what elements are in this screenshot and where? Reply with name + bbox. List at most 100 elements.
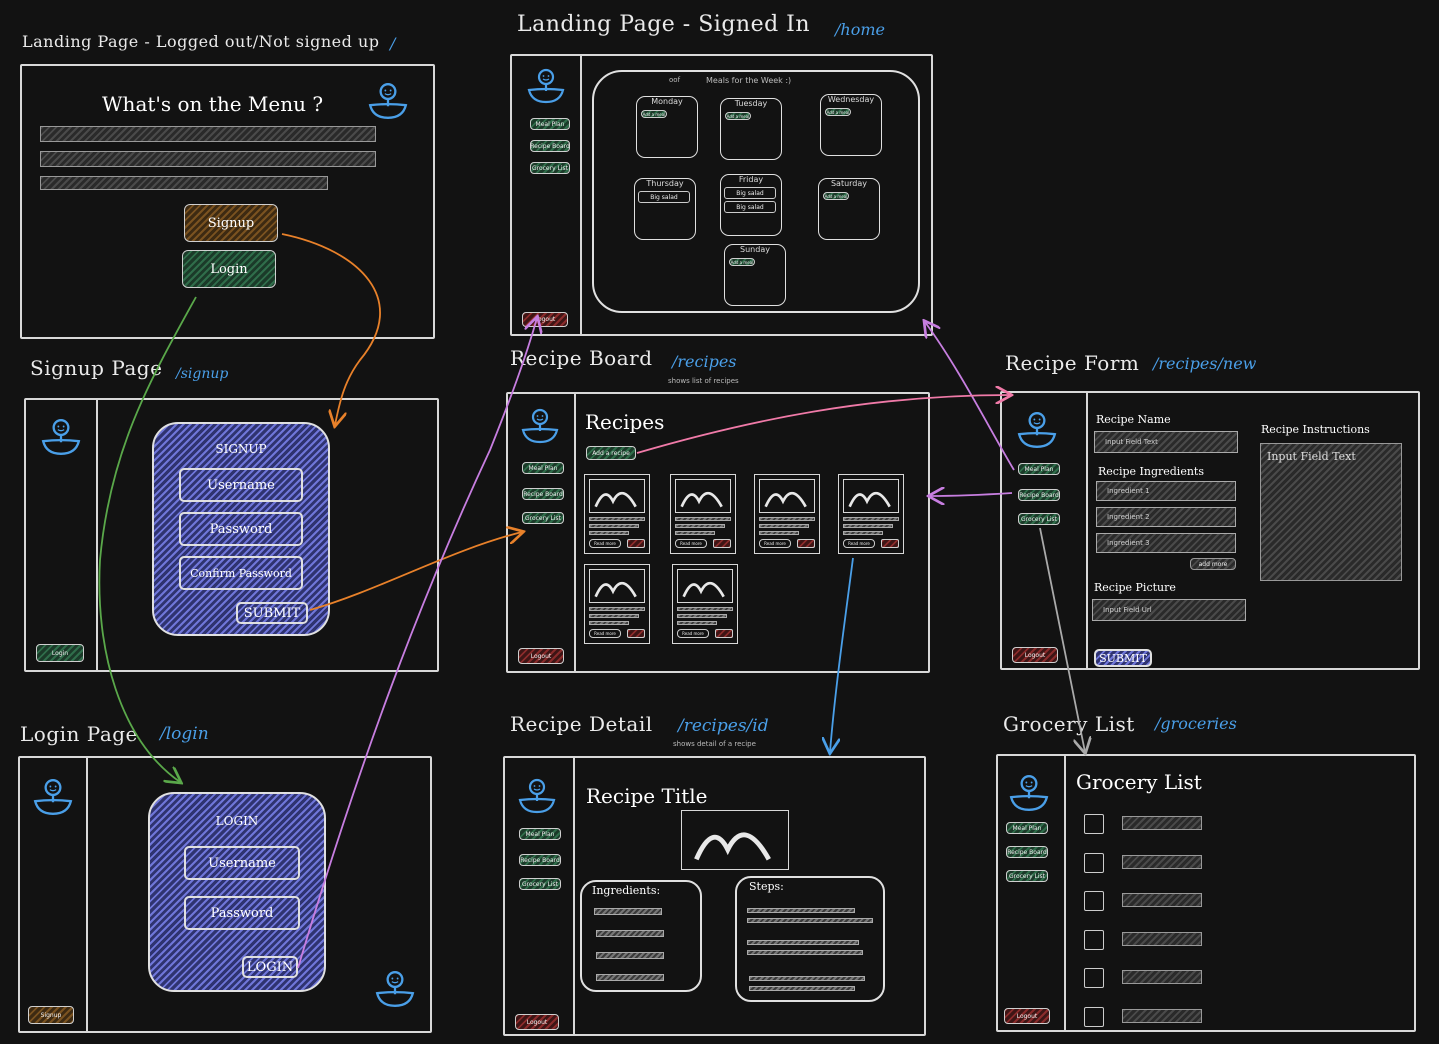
meals-pre: oof xyxy=(669,76,681,84)
delete-button[interactable] xyxy=(713,539,731,548)
add-meal-button[interactable]: Add a meal xyxy=(729,258,755,266)
recipe-picture-input[interactable]: Input Field Url xyxy=(1092,599,1246,621)
side-signup-button[interactable]: Signup xyxy=(28,1006,74,1024)
nav-meal-plan[interactable]: Meal Plan xyxy=(519,828,561,840)
login-button[interactable]: Login xyxy=(182,250,276,288)
login-frame: Signup LOGIN Username Password LOGIN xyxy=(18,756,432,1033)
login-title: Login Page xyxy=(20,722,138,746)
recipe-instructions-input[interactable]: Input Field Text xyxy=(1260,443,1402,581)
logo-icon xyxy=(367,80,409,122)
delete-button[interactable] xyxy=(715,629,733,638)
add-meal-button[interactable]: Add a meal xyxy=(641,110,667,118)
username-field[interactable]: Username xyxy=(184,846,300,880)
password-field[interactable]: Password xyxy=(184,896,300,930)
checkbox-icon[interactable] xyxy=(1084,814,1104,834)
board-sidebar: Meal Plan Recipe Board Grocery List Logo… xyxy=(508,394,576,671)
checkbox-icon[interactable] xyxy=(1084,929,1104,950)
nav-meal-plan[interactable]: Meal Plan xyxy=(522,462,564,474)
add-meal-button[interactable]: Add a meal xyxy=(823,192,849,200)
recipe-text-line xyxy=(677,614,727,618)
nav-grocery-list[interactable]: Grocery List xyxy=(522,512,564,524)
nav-meal-plan[interactable]: Meal Plan xyxy=(1018,463,1060,475)
steps-heading: Steps: xyxy=(749,880,784,893)
day-name: Saturday xyxy=(830,179,868,188)
delete-button[interactable] xyxy=(627,539,645,548)
logout-button[interactable]: Logout xyxy=(1012,647,1058,663)
recipe-image xyxy=(843,479,899,513)
detail-title: Recipe Detail xyxy=(510,712,653,736)
add-meal-button[interactable]: Add a meal xyxy=(825,108,851,116)
ingredient-3-input[interactable]: Ingredient 3 xyxy=(1096,533,1236,553)
nav-grocery-list[interactable]: Grocery List xyxy=(530,162,570,174)
meal-item[interactable]: Big salad xyxy=(724,187,776,199)
signup-button[interactable]: Signup xyxy=(184,204,278,242)
ingredient-1-input[interactable]: Ingredient 1 xyxy=(1096,481,1236,501)
read-more-button[interactable]: Read more xyxy=(675,539,707,548)
username-field[interactable]: Username xyxy=(179,468,303,502)
add-recipe-button[interactable]: Add a recipe xyxy=(586,446,636,460)
checkbox-icon[interactable] xyxy=(1084,852,1104,873)
logout-button[interactable]: Logout xyxy=(522,312,568,327)
signup-submit-button[interactable]: SUBMIT xyxy=(236,602,308,624)
recipe-card[interactable]: Read more xyxy=(754,474,820,554)
nav-meal-plan[interactable]: Meal Plan xyxy=(1006,822,1048,834)
recipe-card[interactable]: Read more xyxy=(584,564,650,644)
nav-meal-plan[interactable]: Meal Plan xyxy=(530,118,570,130)
side-login-button[interactable]: Login xyxy=(36,644,84,662)
add-more-button[interactable]: add more xyxy=(1190,558,1236,570)
password-field[interactable]: Password xyxy=(179,512,303,546)
read-more-button[interactable]: Read more xyxy=(589,629,621,638)
recipe-card[interactable]: Read more xyxy=(838,474,904,554)
logout-button[interactable]: Logout xyxy=(1004,1008,1050,1024)
nav-grocery-list[interactable]: Grocery List xyxy=(1006,870,1048,882)
nav-recipe-board[interactable]: Recipe Board xyxy=(530,140,570,152)
logout-button[interactable]: Logout xyxy=(515,1014,559,1030)
checkbox-icon[interactable] xyxy=(1084,1006,1104,1027)
form-frame: Meal Plan Recipe Board Grocery List Logo… xyxy=(1000,391,1420,670)
recipe-text-line xyxy=(675,524,725,528)
meal-item[interactable]: Big salad xyxy=(724,201,776,213)
nav-recipe-board[interactable]: Recipe Board xyxy=(519,854,561,866)
recipe-card[interactable]: Read more xyxy=(670,474,736,554)
nav-grocery-list[interactable]: Grocery List xyxy=(1018,513,1060,525)
delete-button[interactable] xyxy=(881,539,899,548)
recipe-text-line xyxy=(759,531,799,535)
confirm-password-field[interactable]: Confirm Password xyxy=(179,556,303,590)
landing-out-route: / xyxy=(390,34,396,53)
detail-sidebar: Meal Plan Recipe Board Grocery List Logo… xyxy=(505,758,575,1034)
add-meal-button[interactable]: Add a meal xyxy=(725,112,751,120)
ingredient-2-input[interactable]: Ingredient 2 xyxy=(1096,507,1236,527)
meal-item[interactable]: Big salad xyxy=(638,191,690,203)
delete-button[interactable] xyxy=(797,539,815,548)
recipe-name-input[interactable]: Input Field Text xyxy=(1094,431,1238,453)
detail-route: /recipes/id xyxy=(678,716,769,736)
nav-recipe-board[interactable]: Recipe Board xyxy=(522,488,564,500)
checkbox-icon[interactable] xyxy=(1084,891,1104,911)
form-submit-button[interactable]: SUBMIT xyxy=(1094,649,1152,667)
login-submit-button[interactable]: LOGIN xyxy=(242,956,298,978)
landing-out-frame: What's on the Menu ? Signup Login xyxy=(20,64,435,339)
step-line xyxy=(749,986,855,991)
form-route: /recipes/new xyxy=(1153,354,1257,373)
read-more-button[interactable]: Read more xyxy=(677,629,709,638)
recipe-text-line xyxy=(589,524,639,528)
recipe-card[interactable]: Read more xyxy=(584,474,650,554)
nav-recipe-board[interactable]: Recipe Board xyxy=(1006,846,1048,858)
recipe-card[interactable]: Read more xyxy=(672,564,738,644)
read-more-button[interactable]: Read more xyxy=(589,539,621,548)
checkbox-icon[interactable] xyxy=(1084,968,1104,988)
nav-recipe-board[interactable]: Recipe Board xyxy=(1018,489,1060,501)
read-more-button[interactable]: Read more xyxy=(759,539,791,548)
image-icon xyxy=(760,480,814,512)
delete-button[interactable] xyxy=(627,629,645,638)
logout-button[interactable]: Logout xyxy=(518,648,564,664)
nav-grocery-list[interactable]: Grocery List xyxy=(519,878,561,890)
read-more-button[interactable]: Read more xyxy=(843,539,875,548)
